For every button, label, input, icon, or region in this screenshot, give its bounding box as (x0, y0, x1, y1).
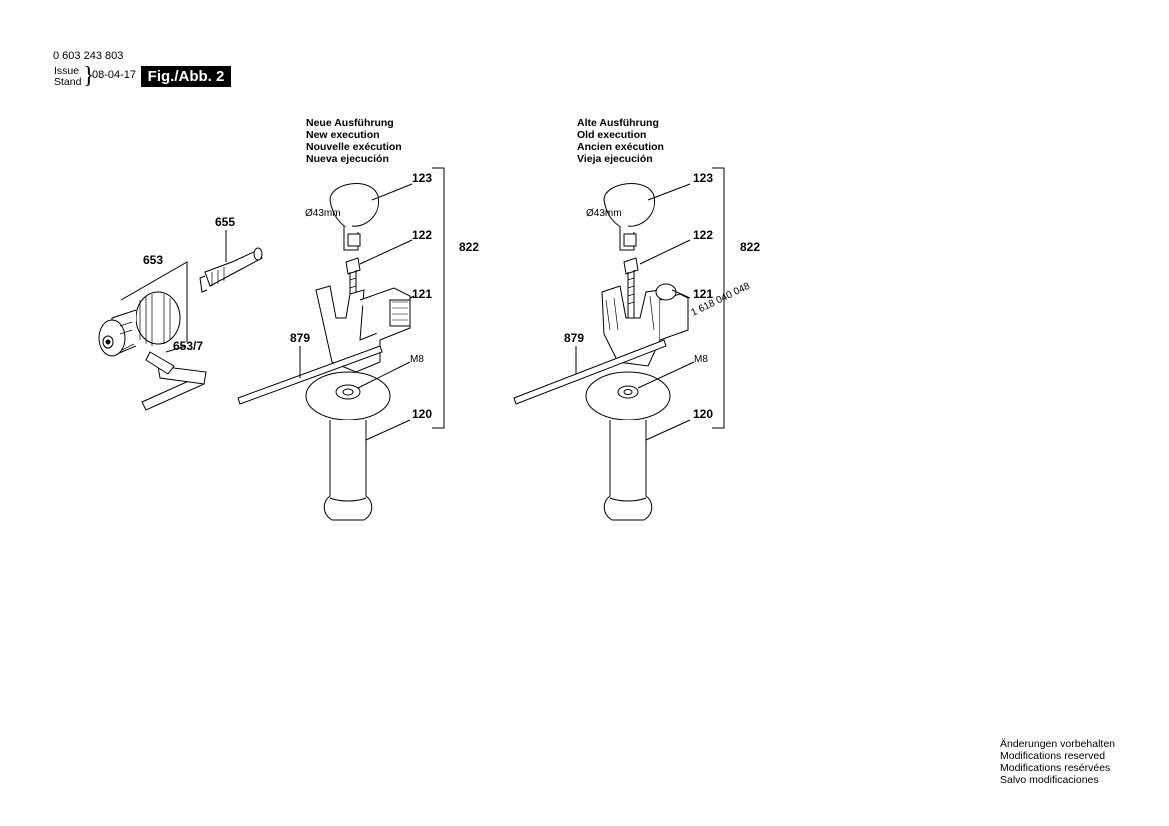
new-depth-rod (237, 345, 383, 405)
old-variant-en: Old execution (577, 129, 647, 141)
label-new-m8: M8 (410, 354, 424, 365)
new-gauge-holder (315, 285, 415, 373)
label-new-122: 122 (412, 228, 432, 242)
modifications-note: Änderungen vorbehalten Modifications res… (1000, 738, 1115, 786)
label-new-121: 121 (412, 287, 432, 301)
label-old-m8: M8 (694, 354, 708, 365)
old-set-bracket (712, 167, 725, 429)
label-653-7: 653/7 (173, 339, 203, 353)
new-set-bracket (432, 167, 445, 429)
label-new-120: 120 (412, 407, 432, 421)
label-new-879: 879 (290, 331, 310, 345)
part-number: 0 603 243 803 (53, 50, 124, 62)
label-old-diameter: Ø43mm (586, 208, 622, 219)
label-old-120: 120 (693, 407, 713, 421)
issue-stand-label: Issue Stand (54, 66, 81, 88)
label-old-822: 822 (740, 240, 760, 254)
new-variant-fr: Nouvelle exécution (306, 141, 402, 153)
issue-label: Issue (54, 65, 80, 77)
drill-chuck (98, 261, 188, 357)
label-old-121: 121 (693, 287, 713, 301)
old-variant-title: Alte Ausführung Old execution Ancien exé… (577, 117, 664, 165)
issue-date: 08-04-17 (92, 69, 137, 81)
label-653: 653 (143, 253, 163, 267)
label-old-879: 879 (564, 331, 584, 345)
label-old-123: 123 (693, 171, 713, 185)
note-fr: Modifications resérvées (1000, 762, 1111, 774)
label-old-122: 122 (693, 228, 713, 242)
label-655: 655 (215, 215, 235, 229)
label-new-123: 123 (412, 171, 432, 185)
label-new-diameter: Ø43mm (305, 208, 341, 219)
old-screw (623, 239, 691, 318)
label-new-822: 822 (459, 240, 479, 254)
new-side-handle (305, 361, 411, 521)
note-es: Salvo modificaciones (1000, 774, 1099, 786)
new-variant-de: Neue Ausführung (306, 117, 394, 129)
new-variant-en: New execution (306, 129, 380, 141)
new-variant-es: Nueva ejecución (306, 153, 389, 165)
new-depth-gauge-clamp (329, 183, 413, 251)
brace-glyph: } (83, 63, 95, 89)
old-depth-gauge-clamp (603, 183, 691, 251)
new-variant-title: Neue Ausführung New execution Nouvelle e… (306, 117, 402, 165)
note-en: Modifications reserved (1000, 750, 1106, 762)
old-variant-es: Vieja ejecución (577, 153, 653, 165)
old-variant-de: Alte Ausführung (577, 117, 659, 129)
figure-badge: Fig./Abb. 2 (141, 66, 231, 87)
old-depth-rod (513, 339, 667, 405)
sds-adapter (199, 230, 263, 293)
old-gauge-holder (601, 283, 691, 367)
note-de: Änderungen vorbehalten (1000, 738, 1116, 750)
stand-label: Stand (54, 76, 82, 88)
old-side-handle (585, 361, 695, 521)
old-variant-fr: Ancien exécution (577, 141, 664, 153)
chuck-key (141, 345, 207, 411)
